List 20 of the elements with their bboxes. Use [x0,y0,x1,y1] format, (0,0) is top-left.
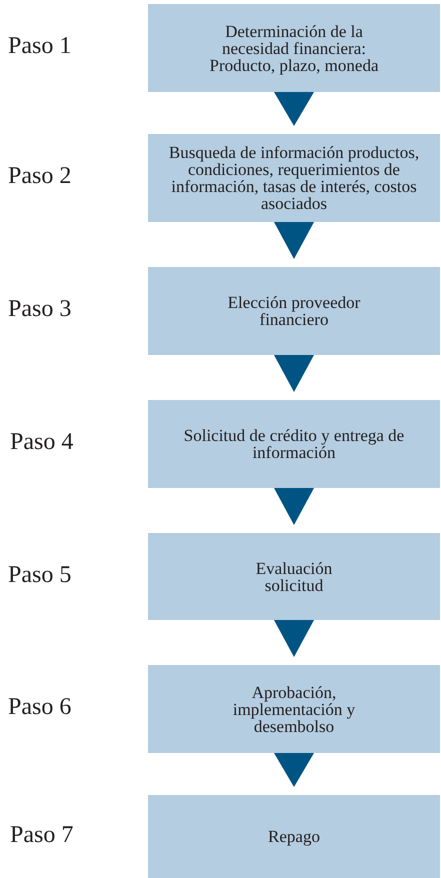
step-description: Busqueda de información productos, condiciones, requerimientos de información, tasas de interés, costos asociados [168,144,420,212]
step-label: Paso 1 [8,32,72,60]
down-arrow [274,488,314,525]
step-description: Evaluación solicitud [254,560,334,594]
step-label: Paso 5 [8,560,72,588]
step-label: Paso 7 [10,820,74,848]
down-arrow [274,753,314,787]
step-label: Paso 4 [10,428,74,456]
down-arrow [274,222,314,259]
down-arrow [274,355,314,392]
step-description: Determinación de la necesidad financiera: Producto, plazo, moneda [208,22,380,74]
step-label: Paso 3 [8,295,72,323]
down-arrow [274,620,314,657]
step-description: Repago [267,828,321,845]
step-description: Elección proveedor financiero [226,294,362,328]
step-label: Paso 6 [8,693,72,721]
step-description: Aprobación, implementación y desembolso [232,684,356,734]
step-description: Solicitud de crédito y entrega de información [182,427,406,461]
step-label: Paso 2 [8,162,72,190]
down-arrow [274,92,314,126]
